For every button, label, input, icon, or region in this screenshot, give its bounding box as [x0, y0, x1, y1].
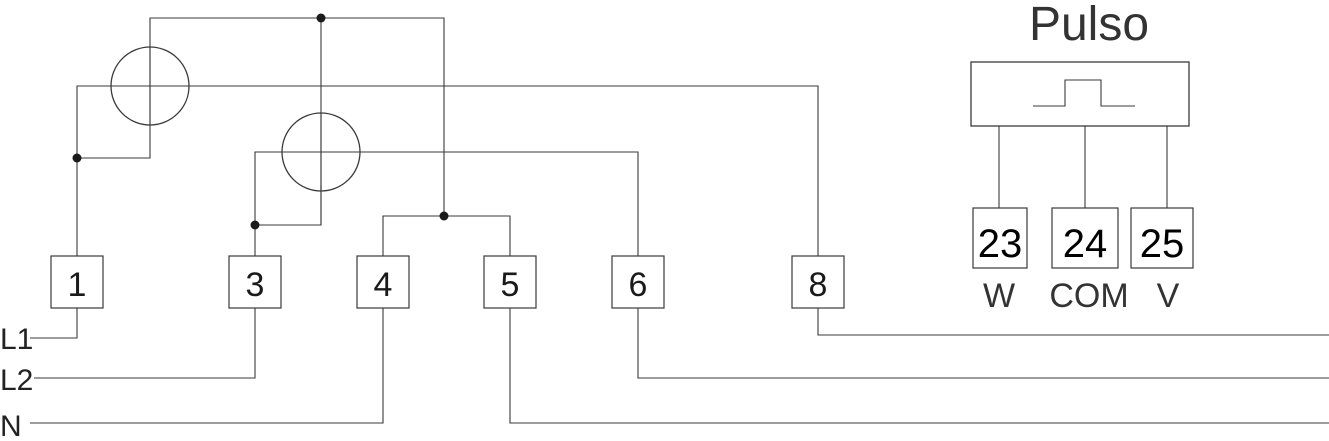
- junction-dot-top: [316, 13, 326, 23]
- terminal-24: 24: [1051, 207, 1119, 269]
- terminal-4: 4: [356, 255, 410, 309]
- terminal-24-number: 24: [1063, 222, 1108, 266]
- terminal-5: 5: [483, 255, 537, 309]
- terminal-6-number: 6: [629, 266, 648, 304]
- wire-l2: [34, 308, 256, 379]
- wire-out-5: [509, 308, 1329, 424]
- terminal-3-number: 3: [246, 266, 265, 304]
- label-n: N: [0, 410, 22, 441]
- wire-lower-circle-to-3: [255, 185, 322, 226]
- wire-out-6: [637, 308, 1329, 379]
- wire-out-8: [817, 308, 1329, 336]
- wire-terminal-1-feed: [76, 85, 819, 256]
- wire-top-bus: [149, 17, 445, 216]
- pulse-label-com: COM: [1049, 277, 1128, 315]
- upper-coil: [110, 46, 190, 126]
- terminal-25-number: 25: [1140, 222, 1185, 266]
- wire-n: [30, 308, 384, 424]
- terminal-23-number: 23: [978, 222, 1023, 266]
- terminal-25: 25: [1130, 207, 1194, 269]
- label-l1: L1: [0, 323, 33, 356]
- lower-coil: [281, 112, 361, 192]
- terminal-8: 8: [791, 255, 845, 309]
- junction-dot-left: [72, 153, 82, 163]
- wire-terminal-4-5-bridge: [382, 215, 511, 256]
- terminal-4-number: 4: [374, 266, 393, 304]
- pulse-title: Pulso: [1029, 0, 1149, 51]
- terminal-5-number: 5: [501, 266, 520, 304]
- terminal-3: 3: [228, 255, 282, 309]
- pulse-box: [970, 61, 1190, 127]
- terminal-23: 23: [972, 207, 1028, 269]
- pulse-label-v: V: [1157, 277, 1180, 315]
- terminal-6: 6: [611, 255, 665, 309]
- wire-terminal-1: [77, 125, 151, 159]
- terminal-1: 1: [50, 255, 104, 309]
- wire-terminal-3-feed: [254, 151, 639, 256]
- junction-dot-45: [439, 211, 449, 221]
- pulse-label-w: W: [983, 277, 1015, 315]
- terminal-8-number: 8: [809, 266, 828, 304]
- label-l2: L2: [0, 364, 33, 397]
- pulse-waveform-icon: [1033, 79, 1135, 107]
- terminal-1-number: 1: [68, 266, 87, 304]
- wire-l1: [30, 308, 78, 339]
- junction-dot-3: [250, 220, 260, 230]
